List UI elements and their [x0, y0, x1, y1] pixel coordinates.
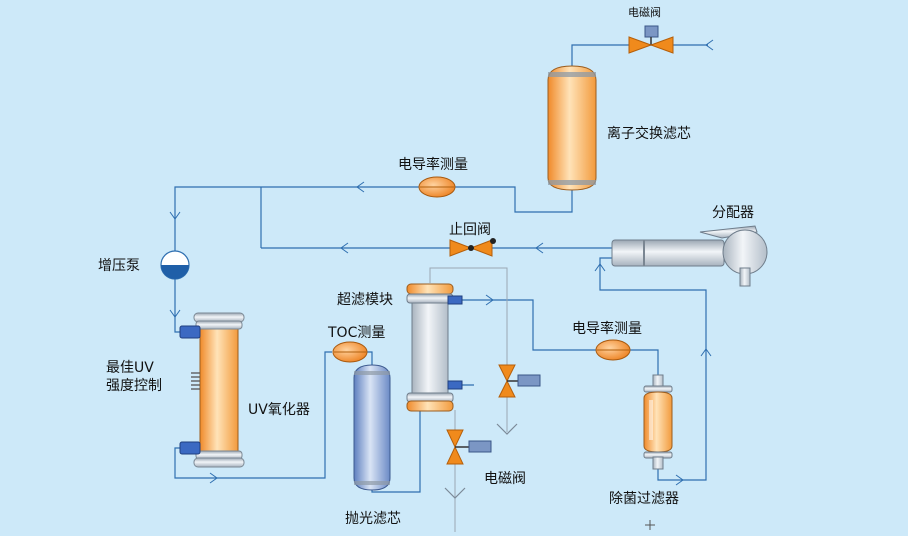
check-valve[interactable] [449, 238, 496, 257]
drain-icon [496, 423, 518, 435]
pipe-ion-exchange-outlet [174, 186, 573, 252]
uf-reject-port [447, 380, 463, 390]
ultrafiltration-module[interactable] [406, 283, 463, 412]
drain-icon [444, 487, 466, 499]
arrow-icon [485, 294, 494, 306]
dispenser-nozzle [739, 267, 751, 287]
toc-meter[interactable] [332, 341, 368, 363]
arrow-icon [340, 242, 349, 254]
conductivity-meter-right[interactable] [595, 339, 631, 361]
cartridge-icon [353, 364, 391, 491]
uv-lamp-icon [191, 372, 200, 390]
uv-lamp-connector-top [179, 325, 201, 339]
pipe-uv-outlet [174, 351, 332, 479]
cartridge-icon [547, 65, 597, 191]
pipe-toc-to-polishing [367, 351, 373, 370]
dispenser-label: 分配器 [712, 205, 754, 221]
arrow-icon [356, 181, 365, 193]
solenoid-actuator [644, 25, 659, 38]
arrow-icon [594, 263, 606, 272]
solenoid-valve-bottom-label: 电磁阀 [484, 471, 526, 487]
pipe-conductivity-to-sterilizer [630, 349, 659, 375]
arrow-icon [209, 472, 218, 484]
conductivity-meter-top-label: 电导率测量 [398, 157, 468, 173]
drain-solenoid-valve-bottom[interactable] [446, 429, 492, 465]
polishing-filter[interactable] [353, 364, 391, 491]
uv-oxidizer-body [199, 327, 239, 453]
uv-lamp-connector-bottom [179, 441, 201, 455]
sterilizing-filter-label: 除菌过滤器 [609, 491, 679, 507]
uv-oxidizer[interactable] [179, 312, 245, 468]
arrow-icon [535, 242, 544, 254]
flow-arrows [169, 39, 714, 486]
arrow-icon [169, 309, 181, 318]
conductivity-meter-top[interactable] [418, 176, 456, 198]
drain-line-upper [429, 267, 508, 432]
arrow-icon [705, 39, 714, 51]
arrow-icon [700, 348, 712, 357]
drain-outlets [444, 423, 518, 499]
check-valve-label: 止回阀 [449, 222, 491, 238]
booster-pump[interactable] [160, 250, 190, 280]
toc-measurement-label: TOC测量 [328, 325, 386, 341]
sterilizing-filter[interactable] [643, 374, 673, 470]
cartridge-icon [643, 391, 673, 453]
uf-outlet-port [447, 295, 463, 305]
uv-intensity-control-label: 最佳UV 强度控制 [106, 360, 162, 394]
inlet-solenoid-valve[interactable] [628, 25, 674, 54]
booster-pump-label: 增压泵 [98, 258, 140, 274]
solenoid-actuator [517, 374, 541, 387]
arrow-icon [675, 474, 684, 486]
pipe-uf-to-conductivity [455, 299, 596, 351]
dispenser-head [722, 229, 768, 275]
solenoid-actuator [468, 440, 492, 453]
pipe-sterilizer-to-dispenser [599, 257, 707, 481]
drain-solenoid-valve-right[interactable] [498, 364, 541, 398]
dispenser[interactable] [611, 225, 768, 287]
ion-exchange-filter-label: 离子交换滤芯 [607, 126, 691, 142]
dispenser-handle [699, 225, 758, 239]
uv-oxidizer-label: UV氧化器 [248, 402, 310, 418]
arrow-icon [169, 211, 181, 220]
plus-mark [645, 520, 655, 530]
ion-exchange-filter[interactable] [547, 65, 597, 191]
inlet-solenoid-valve-label: 电磁阀 [628, 6, 661, 19]
ultrafilter-icon [411, 301, 449, 395]
solenoid-valve-icon [628, 36, 674, 54]
conductivity-meter-right-label: 电导率测量 [572, 321, 642, 337]
polishing-filter-label: 抛光滤芯 [345, 511, 401, 527]
uf-module-label: 超滤模块 [337, 292, 393, 308]
dispenser-body [611, 239, 725, 267]
